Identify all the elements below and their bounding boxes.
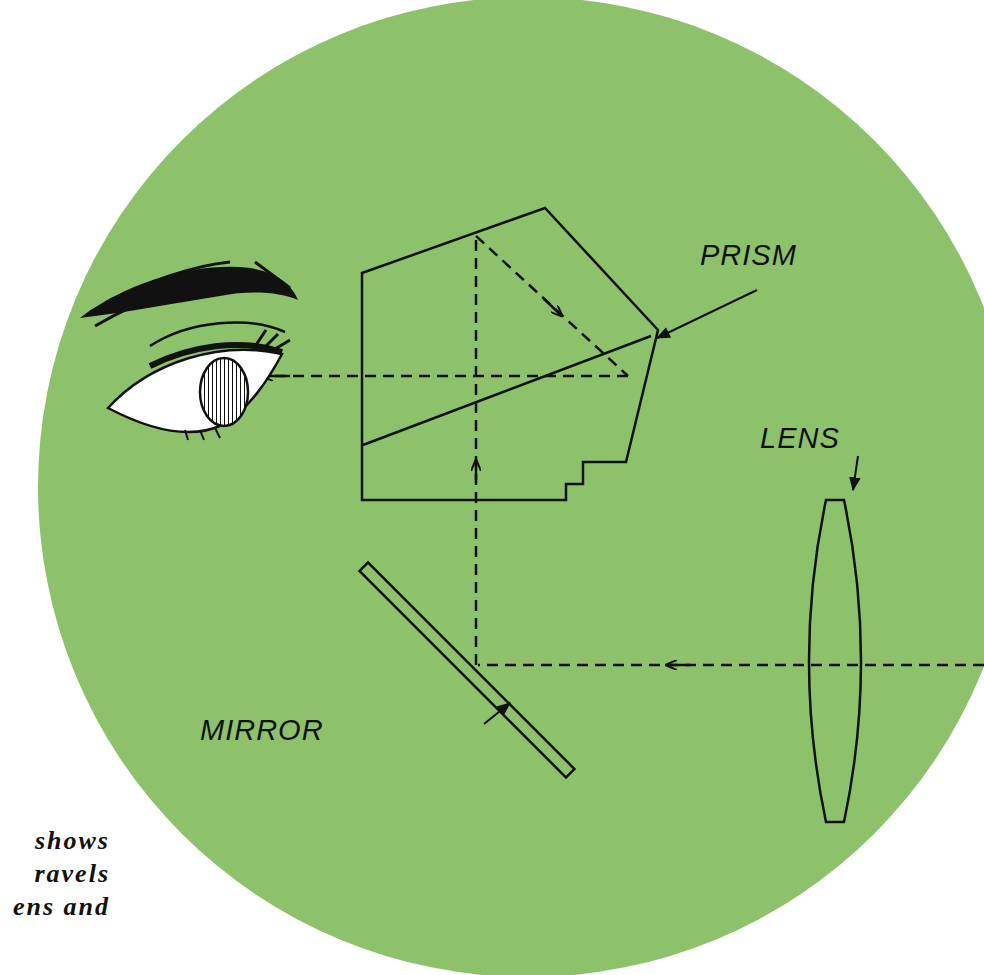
light-ray	[262, 375, 628, 378]
lower-lashes	[185, 428, 220, 440]
iris	[200, 358, 248, 426]
eyebrow-hairs	[90, 262, 290, 326]
ray-arrow	[475, 460, 478, 480]
light-path	[262, 236, 984, 665]
lens	[809, 500, 861, 822]
green-disc	[38, 0, 984, 975]
ray-arrow	[544, 299, 562, 316]
part-label: LENS	[760, 424, 840, 453]
part-label: PRISM	[700, 241, 797, 270]
mirror	[360, 563, 575, 778]
mirror-glass	[360, 563, 575, 778]
ray-arrows	[262, 299, 690, 665]
leader-line	[657, 290, 757, 338]
eye	[80, 262, 298, 440]
leader-line	[853, 456, 858, 490]
caption-fragment: ravels	[34, 861, 110, 887]
prism-outline	[362, 208, 658, 500]
eyebrow	[80, 267, 298, 318]
light-ray	[476, 236, 628, 376]
light-ray	[475, 236, 478, 665]
light-ray	[478, 664, 984, 667]
prism-roof-edge	[363, 336, 651, 445]
eye-outline	[108, 350, 282, 432]
ray-arrow	[666, 664, 690, 667]
leader-line	[484, 703, 510, 724]
caption-fragment: shows	[35, 828, 110, 854]
part-label: MIRROR	[200, 716, 324, 745]
eyelashes	[254, 330, 290, 352]
caption-fragment: ens and	[13, 894, 110, 920]
